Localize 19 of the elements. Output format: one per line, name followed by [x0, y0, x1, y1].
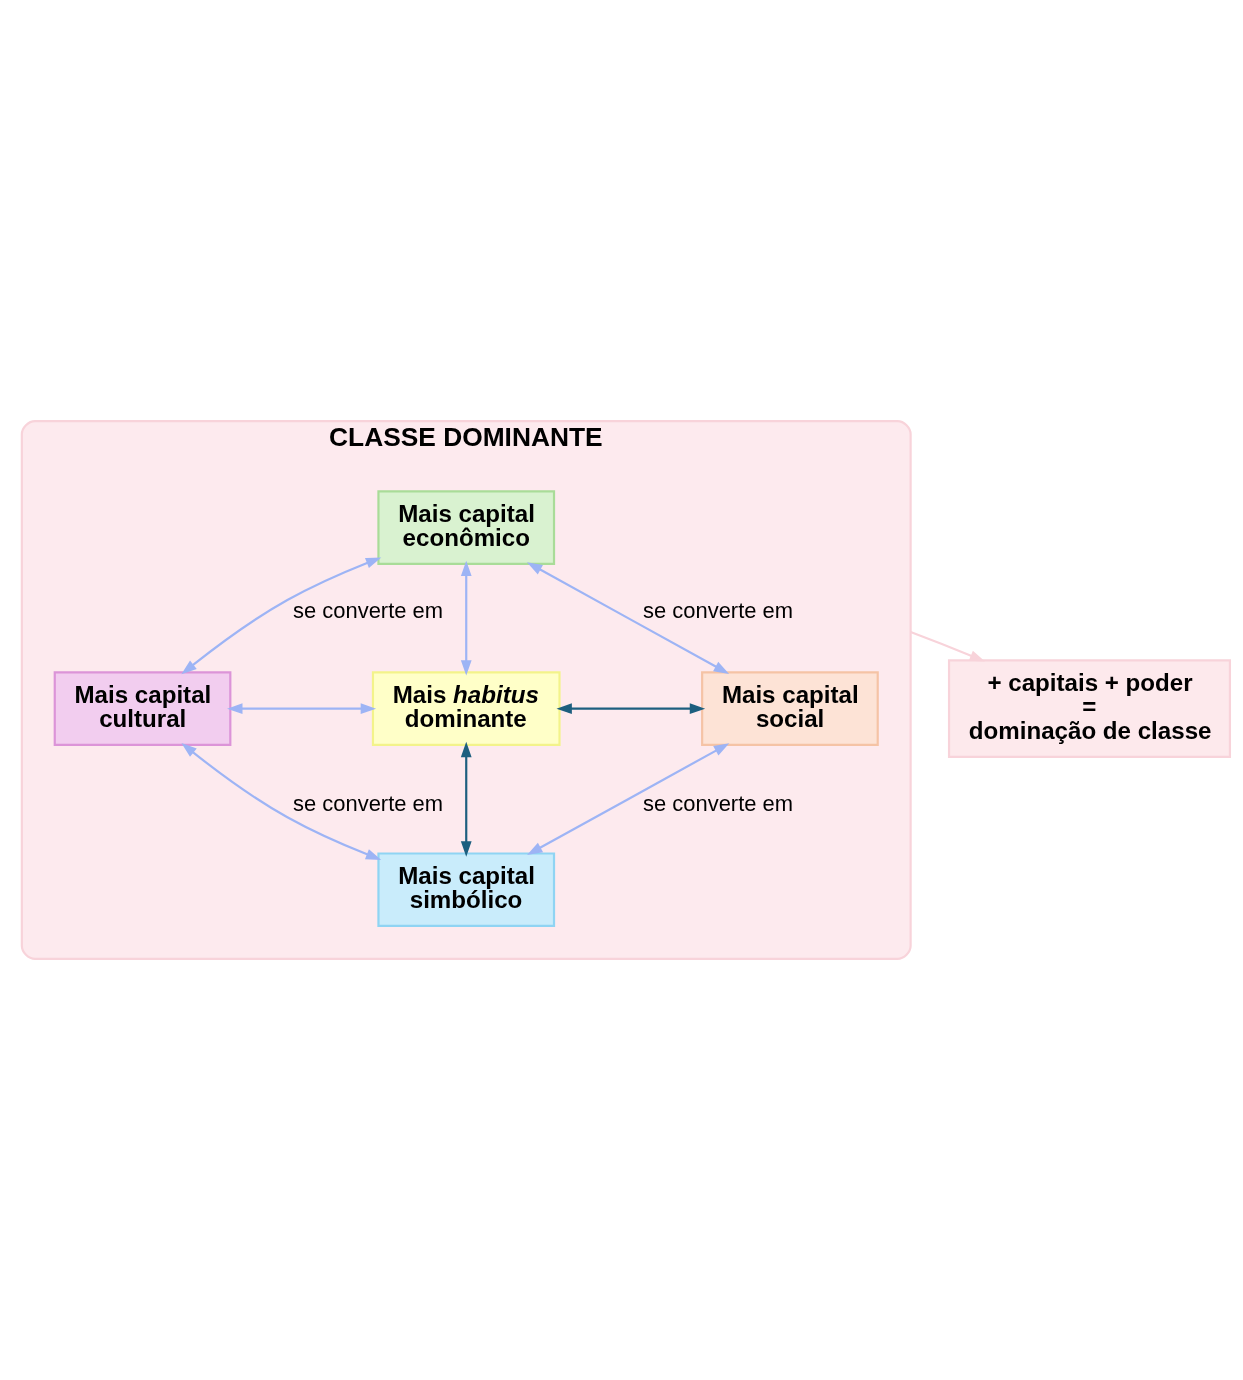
node-box: + capitais + poder = dominação de classe — [947, 659, 1232, 759]
node-box: Mais capital simbólico — [377, 852, 556, 927]
edge-label: se converte em — [643, 597, 794, 623]
arrow — [181, 742, 382, 860]
node-box: Mais capital cultural — [53, 671, 232, 746]
node-box: Mais capital econômico — [377, 490, 556, 565]
arrow — [460, 560, 472, 676]
arrow — [526, 562, 730, 674]
arrow — [181, 557, 382, 675]
arrow — [556, 703, 706, 715]
arrow — [460, 741, 472, 857]
edge-label: se converte em — [293, 790, 444, 816]
node-box: Mais capital social — [701, 671, 879, 746]
arrow — [910, 631, 986, 662]
node-box: Mais habitus dominante — [371, 671, 561, 746]
arrow — [227, 703, 377, 715]
edge-label: se converte em — [293, 597, 444, 623]
edge-label: se converte em — [643, 790, 794, 816]
arrow — [527, 743, 730, 856]
